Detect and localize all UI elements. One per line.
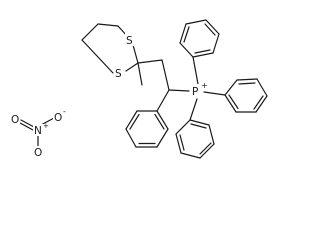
sulfur-atom-bottom: S [115,68,122,80]
ring-double-bond [183,26,190,43]
atom-bg [53,111,63,123]
ring-bond [224,79,238,96]
side-chain [137,59,190,112]
phosphorus-charge: + [201,81,208,90]
bond-c2-ch2 [137,59,163,64]
nitrate-oxygen-top-charge: - [63,107,66,116]
bond-n-o-top [40,117,55,126]
bond-ch2-ch [161,59,170,91]
bond-c2-methyl [137,62,143,86]
dithiane-ring [81,23,139,74]
nitrate-anion [19,117,55,149]
atom-bg [125,33,135,46]
ring-bond [156,128,169,148]
bond-c4-c5 [81,23,99,41]
ring-double-bond [129,113,140,130]
ring-bond [156,110,169,130]
ring-double-bond [253,95,264,110]
structure-diagram: S S P + N + O - O O [10,19,268,159]
ring-double-bond [194,49,211,54]
phosphorus-atom: P [192,86,198,98]
ring-bond [185,19,207,25]
ring-bond [205,19,220,35]
ring-bond [255,95,268,113]
phenyl-ring-top [179,19,220,58]
ring-bond [199,143,215,159]
bond-ch-p [168,89,190,92]
atom-bg [114,66,124,79]
ring-bond [175,133,182,154]
ring-bond [179,23,187,44]
nitrate-nitrogen-atom: N [34,125,42,137]
ring-double-bond [204,23,216,36]
bond-p-phenyl-top [192,56,199,85]
structure-canvas: S S P + N + O - O O [10,19,268,159]
bond-s1-c2 [132,44,139,64]
ring-double-bond [199,142,212,155]
bond-c2-s2 [125,62,139,72]
nitrate-oxygen-top: O [54,112,62,124]
benzyl-phenyl-ring [125,110,169,148]
sulfur-atom-top: S [126,35,133,47]
bond-n-o-left-a [20,119,35,128]
ring-bond [256,78,268,97]
ring-bond [224,94,237,113]
bond-p-phenyl-right [203,91,226,96]
ring-bond [125,110,138,130]
ring-double-bond [228,94,239,110]
ring-bond [189,119,210,126]
ring-double-bond [154,113,165,130]
ring-bond [175,119,191,135]
nitrate-oxygen-bottom: O [34,147,42,159]
atom-bg [10,113,20,125]
bond-s2-c4 [81,39,114,74]
ring-double-bond [179,134,185,151]
ring-bond [179,42,194,58]
phosphorus-bonds [189,56,226,121]
ring-bond [192,52,214,58]
phenyl-ring-bottom [175,119,215,159]
bond-n-o-left-b [19,122,34,131]
nitrate-oxygen-left: O [11,114,19,126]
ring-double-bond [190,123,207,129]
bond-c5-c6 [97,23,119,27]
nitrate-nitrogen-charge: + [43,122,49,130]
ring-bond [208,124,215,145]
ring-bond [180,152,201,159]
ring-bond [212,33,220,54]
ring-bond [125,128,137,148]
bond-p-phenyl-bottom [189,98,198,121]
atom-bg [191,84,203,97]
atom-bg [33,146,43,158]
ring-double-bond [238,82,256,85]
phenyl-ring-right [224,78,268,113]
ring-bond [236,78,258,81]
atom-bg [33,124,44,136]
bond-ch-phenyl [156,89,170,112]
